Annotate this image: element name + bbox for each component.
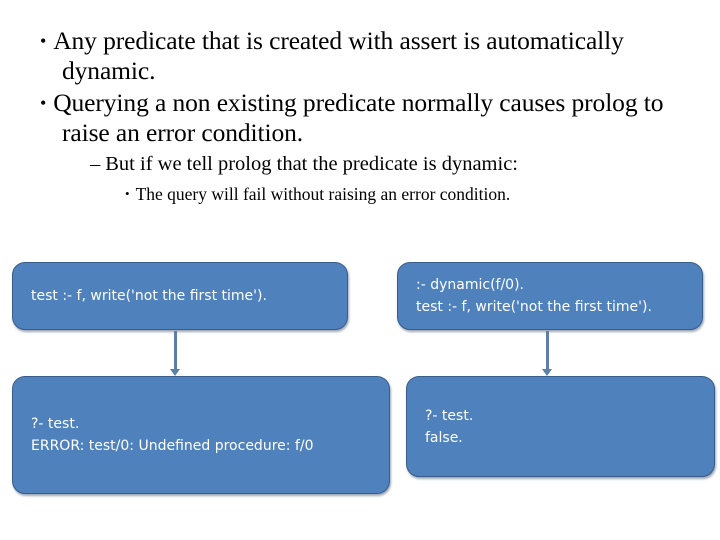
code-box-top-right: :- dynamic(f/0). test :- f, write('not t…: [397, 262, 703, 330]
bullet-text: But if we tell prolog that the predicate…: [105, 153, 518, 175]
arrow-shaft: [546, 331, 549, 370]
bullet-marker-icon: •: [40, 93, 47, 113]
code-line: ERROR: test/0: Undefined procedure: f/0: [31, 438, 314, 454]
code-line: test :- f, write('not the first time').: [416, 299, 652, 315]
arrow-shaft: [174, 331, 177, 370]
code-box-bottom-left: ?- test. ERROR: test/0: Undefined proced…: [12, 376, 390, 494]
down-arrow-icon-right: [540, 331, 554, 377]
code-box-bottom-right: ?- test. false.: [406, 376, 715, 477]
down-arrow-icon-left: [168, 331, 182, 377]
bullet-level1-item-2: • Querying a non existing predicate norma…: [0, 88, 720, 148]
bullet-text: Querying a non existing predicate normal…: [53, 88, 664, 147]
bullet-list: • Any predicate that is created with asse…: [0, 26, 720, 205]
code-box-top-left: test :- f, write('not the first time').: [12, 262, 348, 330]
dash-marker-icon: –: [90, 153, 101, 175]
code-line: test :- f, write('not the first time').: [31, 288, 267, 304]
bullet-marker-icon: •: [125, 186, 130, 201]
bullet-text: Any predicate that is created with asser…: [53, 26, 624, 85]
code-line: ?- test.: [31, 416, 80, 432]
code-line: :- dynamic(f/0).: [416, 277, 524, 293]
bullet-marker-icon: •: [40, 31, 47, 51]
arrow-head: [542, 369, 552, 376]
code-line: false.: [425, 429, 463, 446]
bullet-level1-item-1: • Any predicate that is created with asse…: [0, 26, 720, 86]
bullet-text: The query will fail without raising an e…: [135, 184, 511, 204]
code-line: ?- test.: [425, 407, 474, 424]
arrow-head: [170, 369, 180, 376]
bullet-level2-item-1: –But if we tell prolog that the predicat…: [0, 152, 720, 177]
bullet-level3-item-1: • The query will fail without raising an …: [0, 183, 720, 205]
